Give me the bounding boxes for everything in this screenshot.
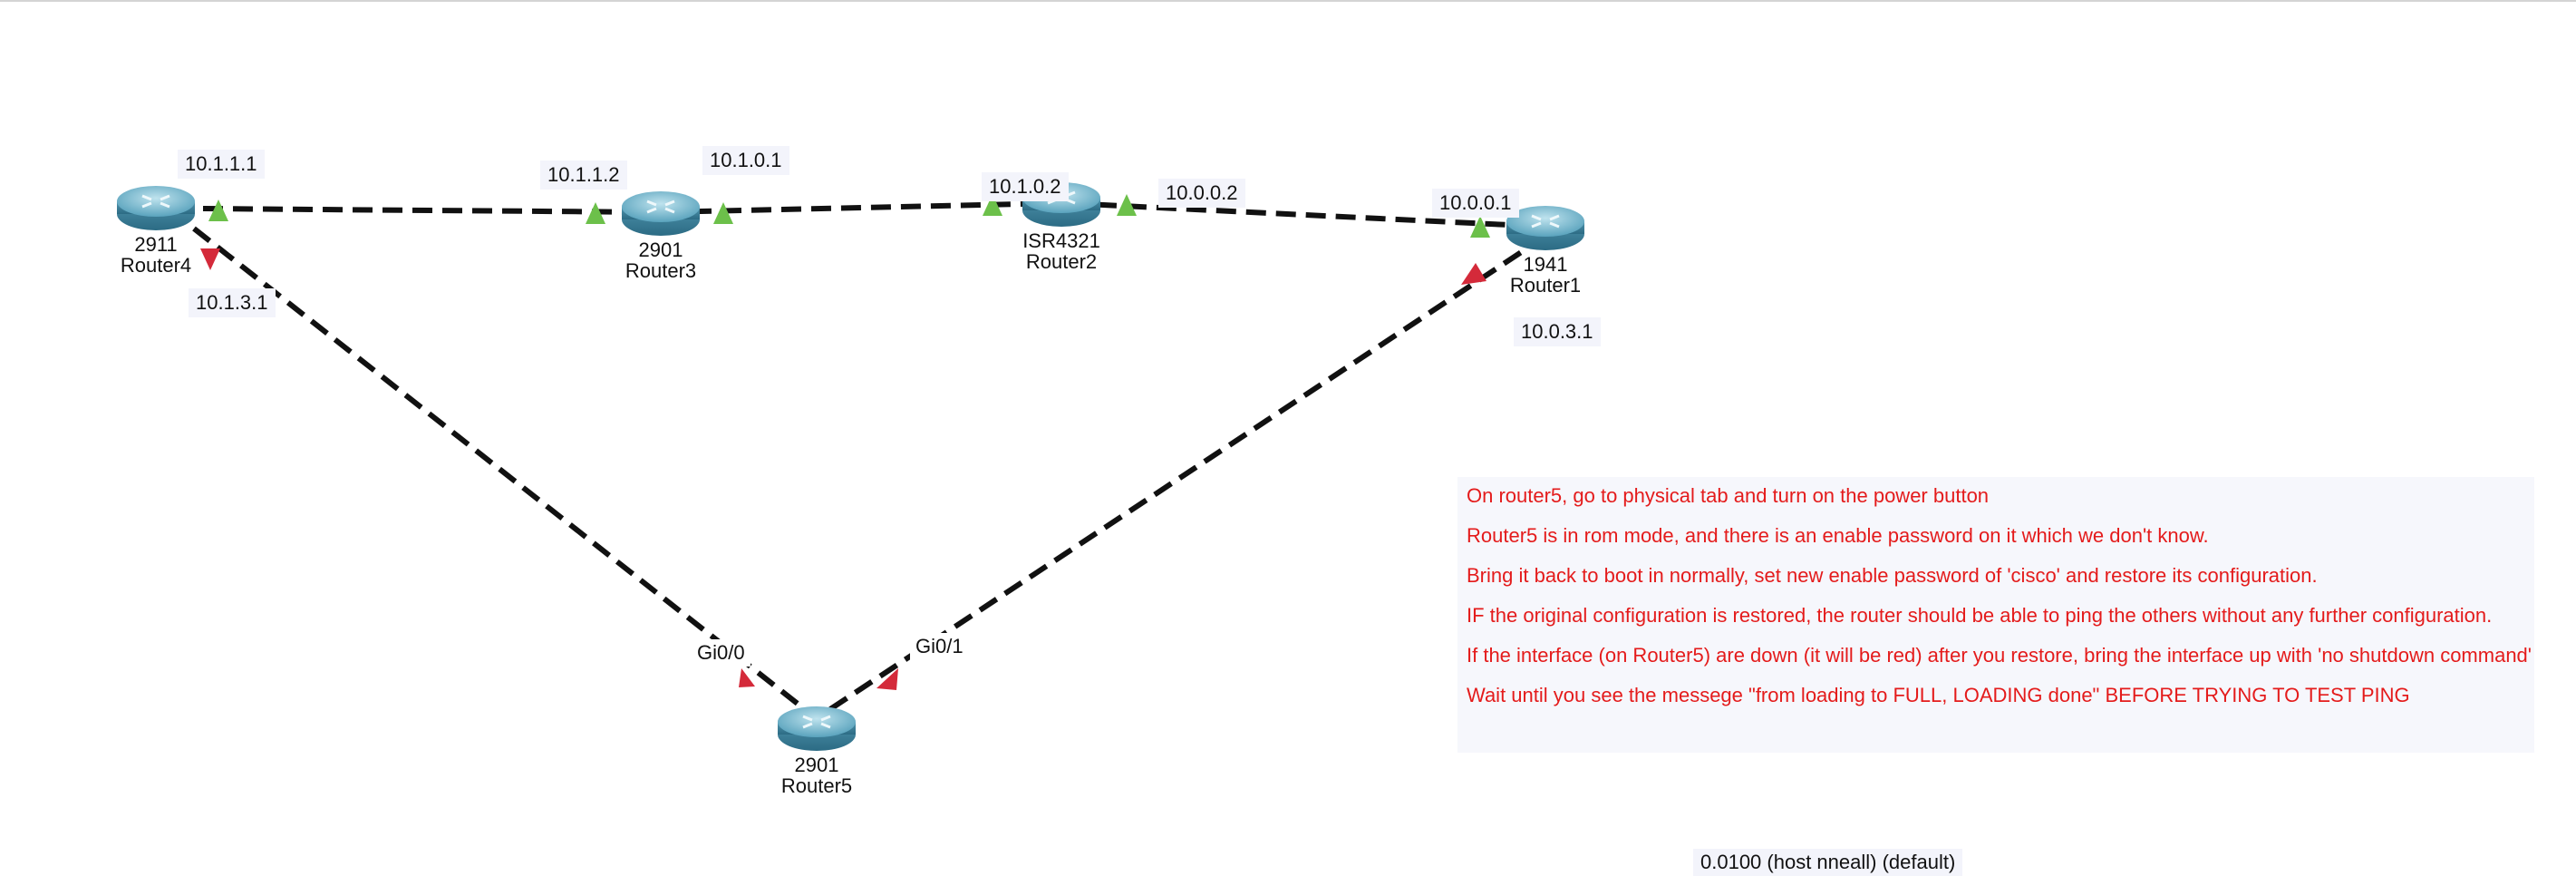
router-name: Router4 [120,254,192,277]
router-icon [117,186,195,230]
ip-label-r4-r5[interactable]: 10.1.3.1 [189,288,276,317]
router-model: ISR4321 [1022,229,1100,252]
note-line: IF the original configuration is restore… [1467,604,2493,627]
router-name: Router2 [1025,250,1098,273]
bottom-label[interactable]: 0.0100 (host nneall) (default) [1693,849,1963,876]
link-down-indicator [876,668,898,690]
router5[interactable]: 2901 Router5 [771,704,862,796]
link-down-indicator [200,248,220,270]
router-model: 2901 [638,238,683,261]
ip-label-r3-r2[interactable]: 10.1.0.1 [702,146,789,175]
router-name: Router3 [625,259,697,282]
router-model: 1941 [1523,253,1568,276]
router4[interactable]: 2911 Router4 [111,183,201,276]
router-name: Router5 [780,774,853,797]
link-up-indicator [1470,216,1490,238]
port-label-gi0-1[interactable]: Gi0/1 [910,633,969,660]
note-line: Bring it back to boot in normally, set n… [1467,564,2318,587]
link-down-indicator [739,668,755,687]
note-line: On router5, go to physical tab and turn … [1467,484,1990,507]
note-line: Router5 is in rom mode, and there is an … [1467,524,2209,547]
link-up-indicator [1117,194,1137,216]
port-label-gi0-0[interactable]: Gi0/0 [692,639,751,667]
link-down-indicator [1461,263,1487,285]
ip-label-r2-r1[interactable]: 10.0.0.2 [1158,179,1245,208]
link-r5-r1[interactable] [828,248,1525,712]
router-model: 2911 [134,233,178,256]
ip-label-r3-r4[interactable]: 10.1.1.2 [540,161,627,190]
router-icon [778,706,856,751]
link-r4-r3[interactable] [202,206,658,215]
router-icon [1506,206,1584,250]
instruction-note[interactable]: On router5, go to physical tab and turn … [1457,477,2534,753]
link-r4-r5[interactable] [192,226,799,706]
link-up-indicator [983,194,1002,216]
ip-label-r2-r3[interactable]: 10.1.0.2 [982,172,1069,201]
link-up-indicator [586,202,605,224]
router1[interactable]: 1941 Router1 [1500,203,1591,296]
router-model: 2901 [794,754,839,776]
router-icon [622,191,700,236]
link-up-indicator [208,200,228,221]
router3[interactable]: 2901 Router3 [615,189,706,281]
link-r2-r1[interactable] [1066,200,1546,229]
note-line: Wait until you see the messege "from loa… [1467,684,2410,706]
router-name: Router1 [1509,274,1582,297]
ip-label-r4-r3[interactable]: 10.1.1.1 [178,150,265,179]
ip-label-r1-r2[interactable]: 10.0.0.1 [1432,189,1519,218]
link-up-indicator [713,202,733,224]
note-line: If the interface (on Router5) are down (… [1467,644,2532,667]
ip-label-r1-r5[interactable]: 10.0.3.1 [1514,317,1601,346]
